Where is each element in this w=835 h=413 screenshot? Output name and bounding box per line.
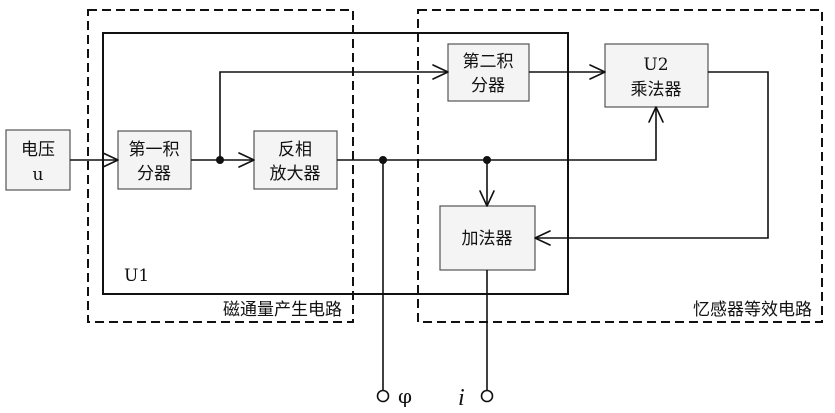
second-integrator-block: 第二积 分器 — [448, 44, 529, 101]
voltage-label: 电压 — [21, 140, 55, 160]
current-label: i — [458, 385, 465, 411]
multiplier-tag: U2 — [643, 55, 668, 75]
flux-region-label: 磁通量产生电路 — [223, 300, 342, 320]
terminal-current — [482, 391, 493, 402]
first-integrator-label-1: 第一积 — [129, 140, 180, 160]
wire-inverter-to-multiplier — [337, 107, 656, 160]
second-integrator-label-2: 分器 — [471, 76, 505, 96]
memristor-region-label: 忆感器等效电路 — [693, 300, 812, 320]
multiplier-block: U2 乘法器 — [605, 44, 708, 107]
junction-adder-branch — [483, 156, 491, 164]
phi-label: φ — [398, 384, 412, 408]
voltage-source-block: 电压 u — [6, 130, 70, 190]
adder-label: 加法器 — [462, 229, 513, 249]
inverter-label-2: 放大器 — [270, 164, 321, 184]
inverter-label-1: 反相 — [278, 140, 312, 160]
voltage-symbol: u — [33, 165, 44, 185]
junction-integrator1-output — [216, 156, 224, 164]
u1-label: U1 — [124, 266, 149, 286]
adder-block: 加法器 — [440, 206, 535, 270]
junction-phi — [379, 156, 387, 164]
first-integrator-label-2: 分器 — [137, 164, 171, 184]
multiplier-label: 乘法器 — [631, 80, 682, 100]
second-integrator-label-1: 第二积 — [463, 52, 514, 72]
inverting-amplifier-block: 反相 放大器 — [254, 131, 337, 189]
terminal-phi — [378, 391, 389, 402]
first-integrator-block: 第一积 分器 — [118, 131, 191, 189]
